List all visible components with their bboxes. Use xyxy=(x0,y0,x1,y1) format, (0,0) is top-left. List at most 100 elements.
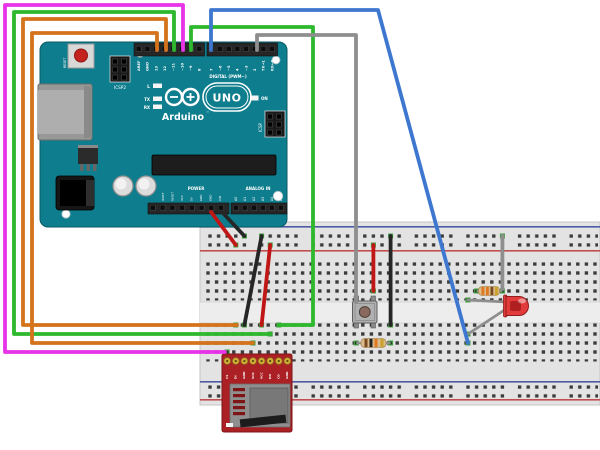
sd-pin-label: GND xyxy=(242,371,246,379)
reset-button: RESET xyxy=(63,43,95,69)
digital-header: AREF GND 13 12 ~11 ~10 ~9 8 7 ~6 ~5 4 ~3… xyxy=(133,42,278,79)
wire-green-d11-sd xyxy=(12,10,272,336)
mounting-hole xyxy=(61,209,71,219)
power-header: POWER IOREF RESET 3V3 5V GND GND VIN xyxy=(147,186,230,215)
pin-label-gnd2: GND xyxy=(209,195,213,201)
reset-label: RESET xyxy=(63,58,67,68)
power-header-label: POWER xyxy=(188,186,205,191)
pin-label-11: ~11 xyxy=(172,62,176,71)
led-leads xyxy=(466,298,508,336)
jumper-red-rail-to-sd-row xyxy=(259,243,273,327)
pin-label-4: 4 xyxy=(236,68,240,71)
pin-label-3: ~3 xyxy=(244,65,248,71)
usb-connector xyxy=(37,83,93,141)
pin-label-rx0: RX←0 xyxy=(270,59,274,71)
bottom-rail-holes xyxy=(204,385,598,398)
bottom-rail-blue-line xyxy=(200,381,600,383)
wire-green-d9-breadboard xyxy=(189,25,315,327)
led-l-label: L xyxy=(147,84,150,90)
analog-header-label: ANALOG IN xyxy=(246,186,271,191)
wire-orange-d12-sd xyxy=(21,17,239,327)
breadboard-groove xyxy=(200,302,600,323)
on-label: ON xyxy=(261,96,268,101)
pin-label-13: 13 xyxy=(154,65,158,71)
pin-label-a5: A5 xyxy=(279,197,283,201)
tx-label: TX xyxy=(144,97,150,102)
pin-label-7: 7 xyxy=(210,68,214,71)
microsd-module: CS DI GND SCK VCC DO CD GND xyxy=(221,353,293,433)
microsd-header-pins xyxy=(223,357,292,365)
wire-gray-d2-button xyxy=(255,33,358,304)
arduino-uno: RESET ICSP2 AREF GND 13 12 ~11 ~10 ~9 8 … xyxy=(37,41,288,228)
pin-label-a1: A1 xyxy=(243,197,247,201)
pin-label-5v: 5V xyxy=(190,197,194,201)
pin-label-8: 8 xyxy=(198,68,202,71)
wire-black-gnd-rail xyxy=(220,210,247,238)
sd-pin-label: GND xyxy=(285,371,289,379)
pin-label-a4: A4 xyxy=(270,197,274,201)
sd-pin-label: DO xyxy=(268,374,272,379)
led-rx xyxy=(153,104,162,109)
pin-label-gnd: GND xyxy=(146,62,150,71)
led-highlight xyxy=(518,298,526,304)
voltage-regulator xyxy=(78,145,98,171)
icsp-header: ICSP xyxy=(258,110,286,138)
led-tx xyxy=(153,96,162,101)
microsd-silkscreen xyxy=(226,423,233,427)
pin-label-6: ~6 xyxy=(218,65,222,71)
pin-label-vin: VIN xyxy=(218,196,222,201)
led-l xyxy=(153,83,162,88)
breadboard xyxy=(199,221,600,406)
pin-label-5: ~5 xyxy=(227,65,231,71)
capacitors xyxy=(112,175,157,197)
sd-pin-label: DI xyxy=(234,375,238,379)
sd-pin-label: VCC xyxy=(259,371,263,379)
top-bank-holes xyxy=(204,262,598,301)
arduino-logo: UNO Arduino ™ xyxy=(162,82,252,123)
icsp-label: ICSP xyxy=(258,122,263,132)
rx-label: RX xyxy=(144,105,150,110)
microsd-card-edge xyxy=(239,414,287,428)
brand-label: Arduino xyxy=(162,112,205,123)
top-rail-red-line xyxy=(200,250,600,252)
led-core xyxy=(510,301,521,311)
wire-magenta-d10-sd xyxy=(3,3,227,354)
led-on xyxy=(250,95,259,101)
model-label: UNO xyxy=(213,92,242,105)
pin-label-reset: RESET xyxy=(171,192,175,201)
pin-label-2: 2 xyxy=(253,68,257,71)
pushbutton-cap xyxy=(358,306,371,318)
pin-label-9: ~9 xyxy=(189,65,193,71)
pin-label-10: ~10 xyxy=(180,62,184,71)
icsp2-label: ICSP2 xyxy=(114,85,126,90)
pin-label-a0: A0 xyxy=(234,197,238,201)
pin-label-gnd1: GND xyxy=(199,195,203,201)
microsd-pin-labels: CS DI GND SCK VCC DO CD GND xyxy=(225,371,289,379)
led-red xyxy=(503,294,529,318)
top-rail-holes xyxy=(204,234,598,247)
board-leds: L TX RX ON xyxy=(144,83,268,110)
power-jack xyxy=(55,175,95,211)
microsd-contacts xyxy=(233,388,245,416)
pin-label-a2: A2 xyxy=(252,197,256,201)
pin-label-ioref: IOREF xyxy=(161,192,165,201)
analog-header: ANALOG IN A0 A1 A2 A3 A4 A5 xyxy=(230,186,288,215)
trademark: ™ xyxy=(206,111,210,115)
resistor-led xyxy=(476,286,503,296)
pin-label-3v3: 3V3 xyxy=(180,195,184,201)
top-rail-blue-line xyxy=(200,226,600,228)
wire-blue-d7-led xyxy=(209,8,470,345)
mounting-hole xyxy=(272,190,284,202)
bottom-rail-red-line xyxy=(200,399,600,401)
reset-button-cap xyxy=(74,48,88,63)
resistor-pulldown xyxy=(356,338,391,348)
logo-plus-ring xyxy=(181,87,200,107)
jumper-black-rail-to-sd-row xyxy=(242,234,264,327)
wire-orange-d13-sd xyxy=(30,31,255,345)
sd-pin-label: SCK xyxy=(251,372,255,379)
pin-label-a3: A3 xyxy=(261,197,265,201)
atmega328-chip xyxy=(151,154,277,176)
wire-red-5v-rail xyxy=(209,210,238,247)
